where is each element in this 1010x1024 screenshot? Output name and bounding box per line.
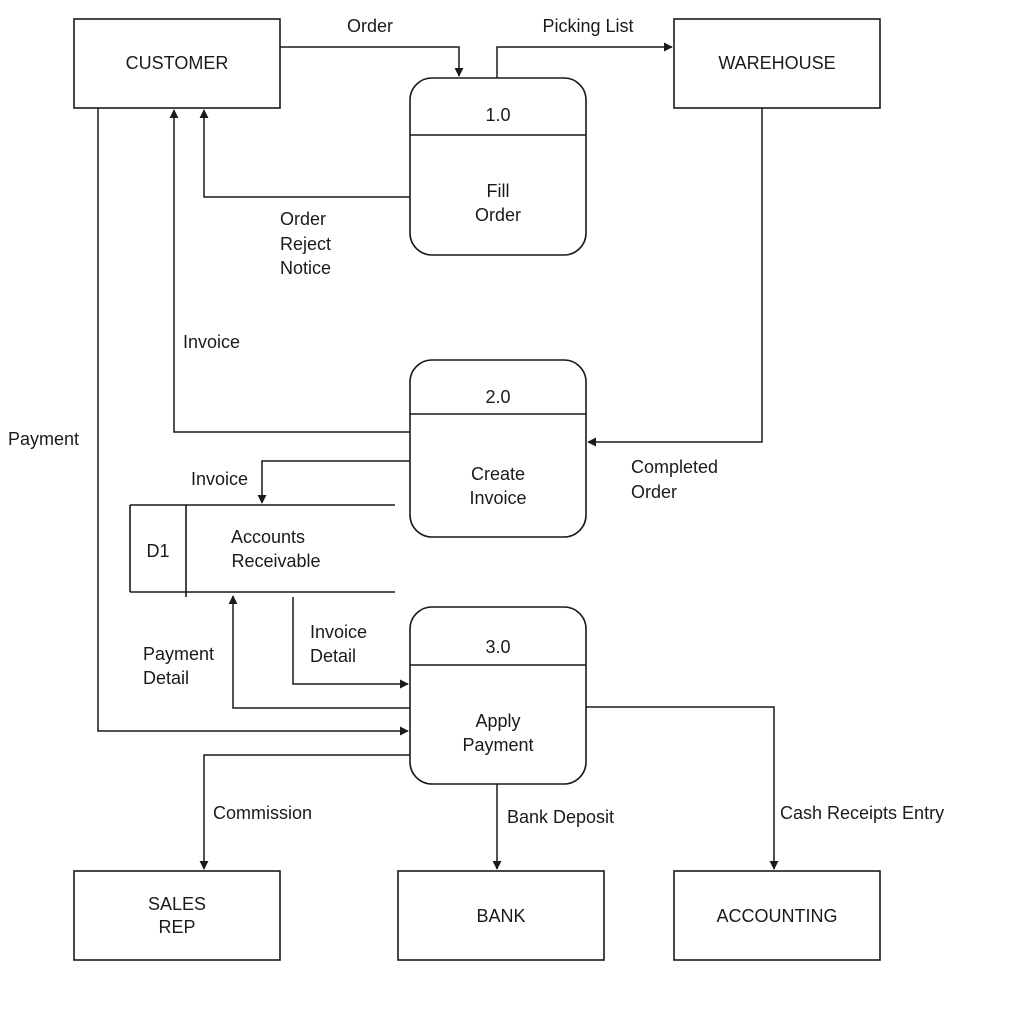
entity-sales-rep: SALES REP — [73, 870, 281, 961]
flow-invoice-detail: Invoice Detail — [292, 597, 409, 689]
entity-sales-rep-label-line2: REP — [158, 917, 195, 937]
flow-cash-receipts-entry: Cash Receipts Entry — [586, 706, 944, 870]
flow-order-reject-notice-line1: Order — [280, 209, 326, 229]
entity-warehouse: WAREHOUSE — [673, 18, 881, 109]
process-apply-payment-name-line1: Apply — [475, 711, 520, 731]
entity-sales-rep-label-line1: SALES — [148, 894, 206, 914]
flow-invoice-detail-line2: Detail — [310, 646, 356, 666]
flow-commission-label: Commission — [213, 803, 312, 823]
entity-warehouse-label: WAREHOUSE — [718, 53, 835, 73]
flow-order-reject-notice-line2: Reject — [280, 234, 331, 254]
data-store-accounts-receivable: D1 Accounts Receivable — [129, 504, 395, 597]
flow-payment-detail: Payment Detail — [143, 595, 410, 709]
flow-payment-label: Payment — [8, 429, 79, 449]
flow-bank-deposit-label: Bank Deposit — [507, 807, 614, 827]
process-fill-order-number: 1.0 — [485, 105, 510, 125]
process-create-invoice: 2.0 Create Invoice — [409, 359, 587, 538]
entity-accounting: ACCOUNTING — [673, 870, 881, 961]
process-apply-payment-name-line2: Payment — [462, 735, 533, 755]
process-fill-order-name-line1: Fill — [487, 181, 510, 201]
flow-order: Order — [280, 16, 464, 77]
entity-accounting-label: ACCOUNTING — [717, 906, 838, 926]
entity-customer-label: CUSTOMER — [126, 53, 229, 73]
data-store-name-line2: Receivable — [231, 551, 320, 571]
flow-picking-list: Picking List — [496, 16, 673, 78]
flow-completed-order: Completed Order — [587, 108, 763, 502]
data-store-name-line1: Accounts — [231, 527, 305, 547]
flow-cash-receipts-entry-label: Cash Receipts Entry — [780, 803, 944, 823]
process-create-invoice-name-line1: Create — [471, 464, 525, 484]
flow-payment: Payment — [8, 108, 409, 736]
flow-order-label: Order — [347, 16, 393, 36]
entity-bank-label: BANK — [476, 906, 525, 926]
flow-completed-order-line2: Order — [631, 482, 677, 502]
process-create-invoice-name-line2: Invoice — [469, 488, 526, 508]
flow-invoice-to-store: Invoice — [191, 460, 410, 504]
flow-invoice-to-customer-label: Invoice — [183, 332, 240, 352]
flow-invoice-to-store-label: Invoice — [191, 469, 248, 489]
entity-customer: CUSTOMER — [73, 18, 281, 109]
flow-invoice-detail-line1: Invoice — [310, 622, 367, 642]
process-apply-payment-number: 3.0 — [485, 637, 510, 657]
process-fill-order-name-line2: Order — [475, 205, 521, 225]
flow-order-reject-notice-line3: Notice — [280, 258, 331, 278]
flow-payment-detail-line1: Payment — [143, 644, 214, 664]
flow-completed-order-line1: Completed — [631, 457, 718, 477]
flow-picking-list-label: Picking List — [542, 16, 633, 36]
process-apply-payment: 3.0 Apply Payment — [409, 606, 587, 785]
flow-invoice-to-customer: Invoice — [169, 109, 410, 433]
flow-order-reject-notice: Order Reject Notice — [199, 109, 410, 278]
process-fill-order: 1.0 Fill Order — [409, 77, 587, 256]
flow-payment-detail-line2: Detail — [143, 668, 189, 688]
entity-bank: BANK — [397, 870, 605, 961]
flow-commission: Commission — [199, 754, 410, 870]
process-create-invoice-number: 2.0 — [485, 387, 510, 407]
flow-bank-deposit: Bank Deposit — [492, 784, 614, 870]
data-store-id: D1 — [146, 541, 169, 561]
